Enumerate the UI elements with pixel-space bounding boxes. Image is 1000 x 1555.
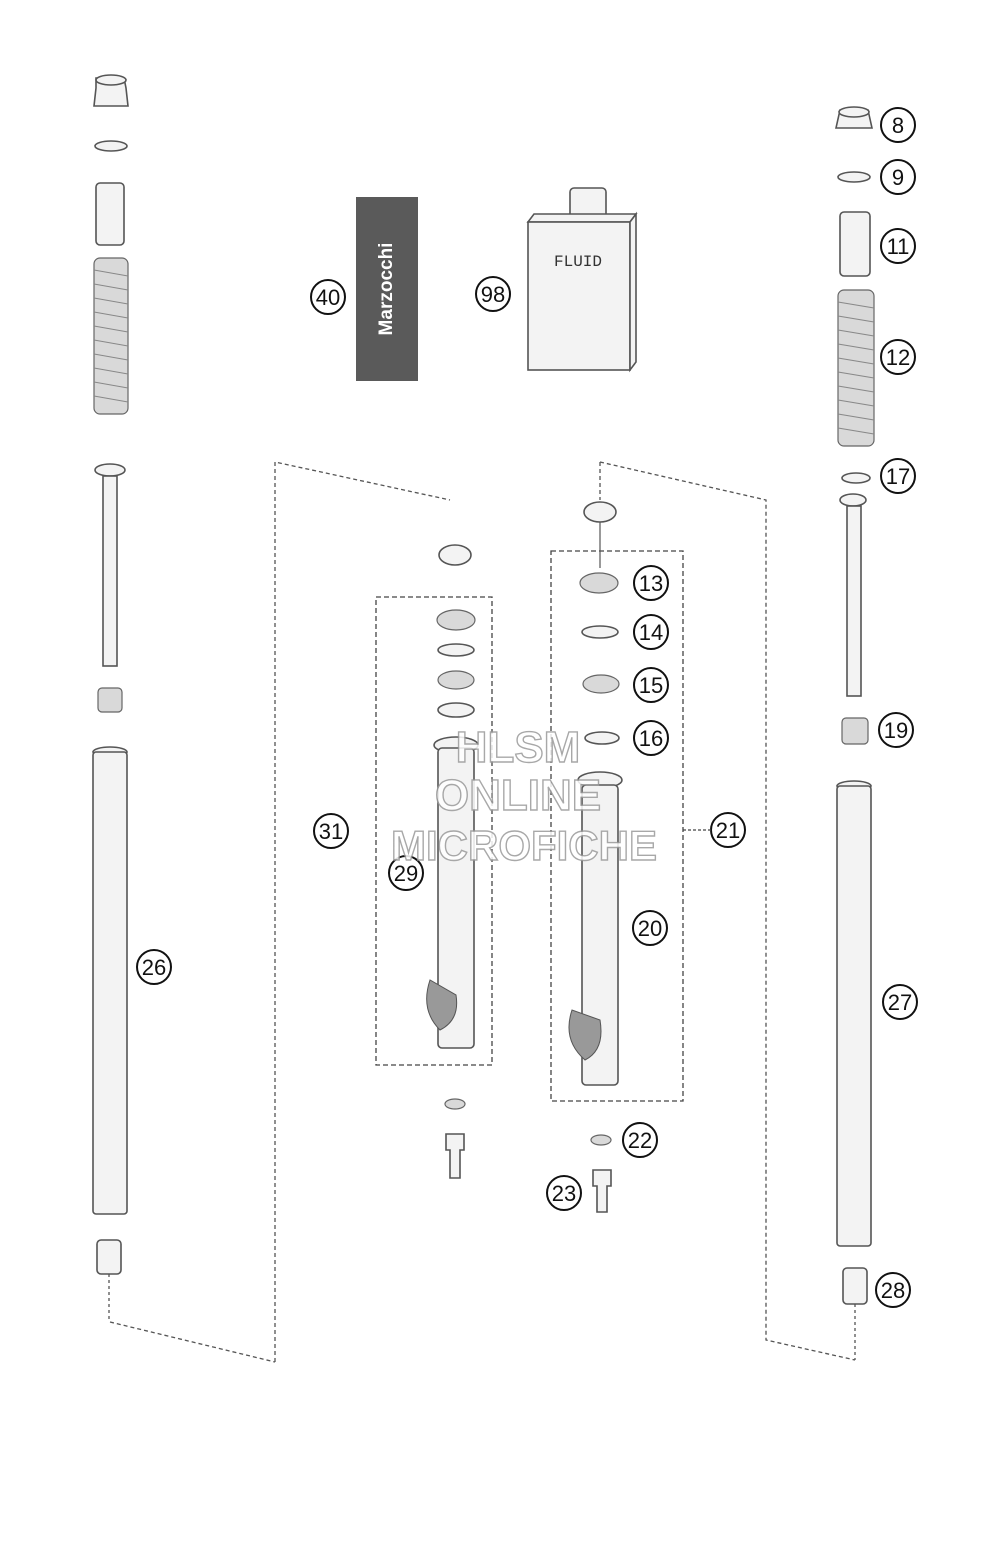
callout-12-text: 12 (886, 345, 910, 370)
callout-22-text: 22 (628, 1128, 652, 1153)
callout-40: 40 (310, 279, 346, 315)
callout-19-text: 19 (884, 718, 908, 743)
decal-40: Marzocchi (356, 197, 418, 381)
left-o-ring (94, 140, 128, 152)
callout-98-text: 98 (481, 282, 505, 307)
callout-15: 15 (633, 667, 669, 703)
bolt-left (445, 1133, 465, 1179)
part-damper-rod (846, 505, 862, 697)
callout-26-text: 26 (142, 955, 166, 980)
part-14 (581, 625, 619, 639)
fluid-bottle-98: FLUID (526, 187, 638, 373)
callout-28: 28 (875, 1272, 911, 1308)
callout-23: 23 (546, 1175, 582, 1211)
box-29 (375, 596, 493, 1066)
callout-20-text: 20 (638, 916, 662, 941)
part-13 (579, 572, 619, 594)
part-small-spring (841, 717, 869, 745)
callout-8: 8 (880, 107, 916, 143)
cartridge-left-assembly (375, 544, 493, 1179)
callout-8-text: 8 (892, 113, 904, 138)
part-spring (837, 289, 875, 447)
left-spacer (95, 182, 125, 246)
watermark: HLSM ONLINE MICROFICHE (390, 722, 657, 869)
callout-40-text: 40 (316, 285, 340, 310)
left-damper-rod (102, 475, 118, 667)
callout-17-text: 17 (886, 464, 910, 489)
part-16 (584, 731, 620, 745)
watermark-line1: HLSM (456, 723, 581, 772)
callout-16: 16 (633, 720, 669, 756)
callout-22: 22 (622, 1122, 658, 1158)
callout-13: 13 (633, 565, 669, 601)
callouts: 8 9 11 12 17 19 27 28 13 14 15 16 21 20 … (136, 107, 918, 1308)
watermark-line3: MICROFICHE (391, 822, 657, 869)
box-21 (550, 550, 684, 1102)
callout-9-text: 9 (892, 165, 904, 190)
watermark-line2: ONLINE (435, 771, 601, 820)
callout-98: 98 (475, 276, 511, 312)
callout-31: 31 (313, 813, 349, 849)
callout-9: 9 (880, 159, 916, 195)
callout-31-text: 31 (319, 819, 343, 844)
callout-17: 17 (880, 458, 916, 494)
callout-19: 19 (878, 712, 914, 748)
decal-brand-text: Marzocchi (376, 243, 397, 336)
right-fork-parts (835, 106, 875, 1360)
cartridge-right-assembly (550, 501, 684, 1213)
callout-29-text: 29 (394, 861, 418, 886)
callout-16-text: 16 (639, 726, 663, 751)
callout-15-text: 15 (639, 673, 663, 698)
part-o-ring (837, 171, 871, 183)
callout-11: 11 (880, 228, 916, 264)
part-bushing (842, 1267, 868, 1305)
callout-11-text: 11 (887, 234, 910, 259)
callout-20: 20 (632, 910, 668, 946)
callout-14-text: 14 (639, 620, 663, 645)
part-23 (592, 1169, 612, 1213)
callout-29: 29 (388, 855, 424, 891)
callout-28-text: 28 (881, 1278, 905, 1303)
part-20 (581, 784, 619, 1086)
callout-14: 14 (633, 614, 669, 650)
part-fork-tube (836, 785, 872, 1247)
left-spring (93, 257, 129, 415)
callout-27-text: 27 (888, 990, 912, 1015)
callout-13-text: 13 (639, 571, 663, 596)
callout-12: 12 (880, 339, 916, 375)
assembly-outlines (109, 461, 856, 1363)
left-fork-tube (92, 751, 128, 1215)
callout-27: 27 (882, 984, 918, 1020)
left-fork-parts (92, 74, 129, 1320)
part-spacer (839, 211, 871, 277)
part-22 (590, 1134, 612, 1146)
part-washer (841, 472, 871, 484)
bottle-label: FLUID (554, 253, 602, 271)
part-15 (582, 674, 620, 694)
callout-26: 26 (136, 949, 172, 985)
callout-23-text: 23 (552, 1181, 576, 1206)
callout-21: 21 (710, 812, 746, 848)
callout-21-text: 21 (716, 818, 740, 843)
